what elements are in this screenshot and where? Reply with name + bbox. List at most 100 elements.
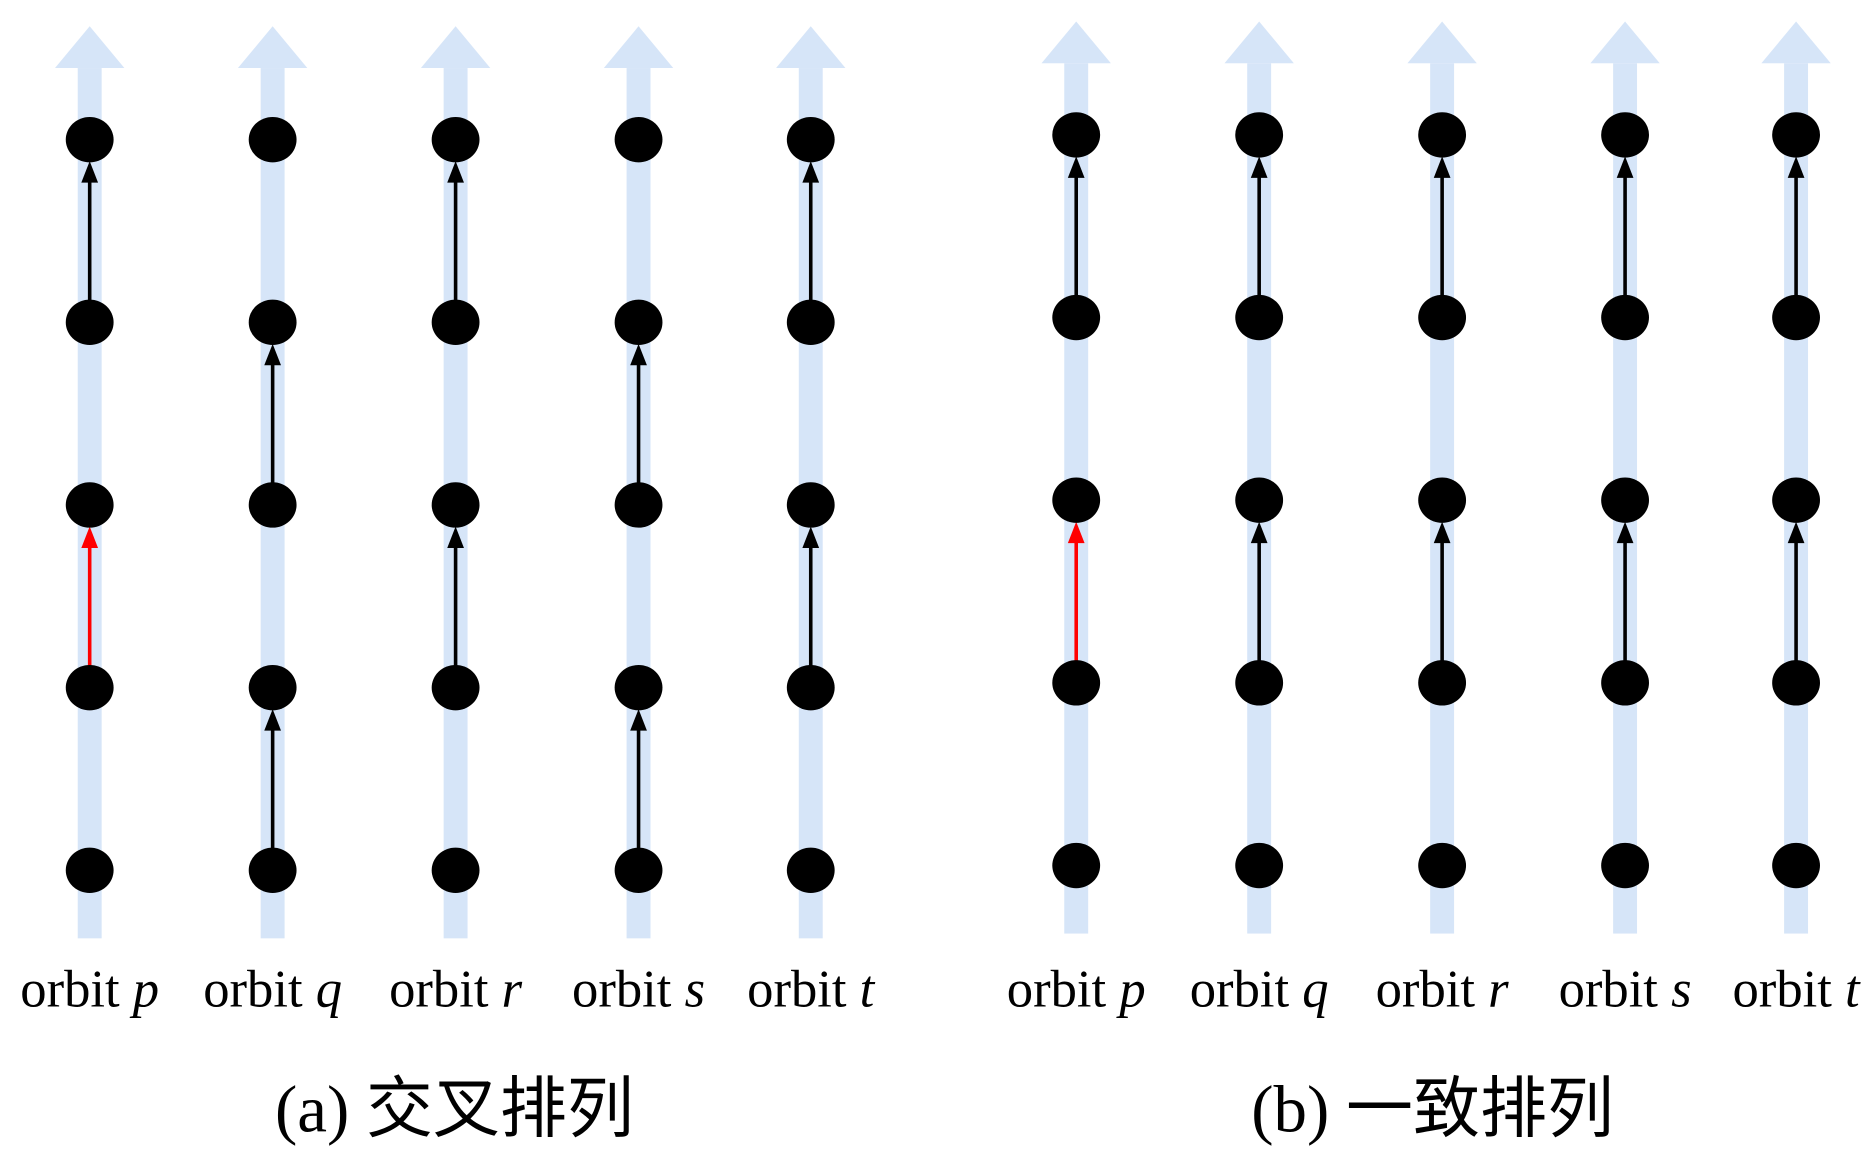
direction-arrow-icon	[420, 26, 491, 69]
orbit-node	[431, 847, 480, 893]
orbit-label-name: s	[1671, 960, 1691, 1018]
orbit-node	[1235, 112, 1284, 158]
orbit-node	[1772, 294, 1820, 341]
orbit-node	[1052, 294, 1101, 341]
caption-b: (b) 一致排列	[1251, 1073, 1614, 1147]
orbit-label-name: p	[129, 960, 159, 1018]
orbit-label: orbit r	[1376, 960, 1510, 1018]
orbit-node	[65, 847, 114, 893]
arrowhead-icon	[447, 161, 464, 183]
arrowhead-icon	[1433, 156, 1451, 178]
orbit-node	[786, 482, 835, 528]
orbit-label: orbit q	[203, 960, 342, 1018]
orbit-node	[248, 116, 297, 163]
orbit-label-prefix: orbit	[1007, 960, 1120, 1018]
orbit-node	[65, 299, 114, 346]
orbit-label-name: t	[860, 960, 876, 1018]
orbit-label: orbit s	[1559, 960, 1692, 1018]
orbit-node	[1235, 842, 1284, 889]
arrowhead-icon	[1616, 521, 1634, 544]
arrowhead-icon	[81, 526, 99, 548]
orbit-node	[1772, 112, 1820, 158]
orbit-node	[614, 664, 663, 711]
orbit-node	[1601, 477, 1649, 523]
orbit-label-name: q	[316, 960, 342, 1018]
orbit-node	[1601, 294, 1649, 341]
orbit-label-name: p	[1115, 960, 1145, 1018]
arrowhead-icon	[802, 526, 820, 548]
arrowhead-icon	[1250, 156, 1268, 178]
orbit-label-name: r	[502, 960, 523, 1018]
orbit-label: orbit t	[1733, 960, 1862, 1018]
orbit-label-prefix: orbit	[20, 960, 133, 1018]
orbit-node	[1418, 477, 1467, 523]
orbit-node	[614, 299, 663, 346]
orbit-node	[1772, 660, 1820, 706]
direction-arrow-icon	[1224, 21, 1294, 64]
orbit-node	[614, 482, 663, 528]
arrowhead-icon	[1433, 521, 1451, 544]
direction-arrow-icon	[1407, 21, 1477, 64]
caption-a: (a) 交叉排列	[275, 1073, 634, 1147]
orbit-node	[431, 664, 480, 711]
orbit-node	[248, 299, 297, 346]
orbit-label-prefix: orbit	[1190, 960, 1303, 1018]
arrowhead-icon	[630, 343, 647, 366]
orbit-label: orbit p	[1007, 960, 1146, 1018]
arrowhead-icon	[447, 526, 464, 548]
direction-arrow-icon	[1761, 21, 1831, 64]
orbit-label-prefix: orbit	[1559, 960, 1672, 1018]
orbit-t: orbit t	[1733, 21, 1862, 1018]
orbit-label: orbit q	[1190, 960, 1329, 1018]
orbit-node	[248, 482, 297, 528]
orbit-label-prefix: orbit	[389, 960, 502, 1018]
orbit-label: orbit t	[747, 960, 876, 1018]
orbit-node	[1052, 660, 1101, 706]
orbit-node	[65, 116, 114, 163]
orbit-p: orbit p	[1007, 21, 1146, 1018]
orbit-node	[431, 299, 480, 346]
direction-arrow-icon	[1041, 21, 1111, 64]
orbit-node	[1235, 477, 1284, 523]
orbit-node	[431, 116, 480, 163]
orbit-node	[248, 664, 297, 711]
direction-arrow-icon	[237, 26, 308, 69]
orbit-node	[1772, 477, 1820, 523]
orbit-node	[1418, 294, 1467, 341]
orbit-node	[1418, 112, 1467, 158]
orbit-node	[248, 847, 297, 893]
orbit-node	[1235, 660, 1284, 706]
arrowhead-icon	[1250, 521, 1268, 544]
orbit-label-prefix: orbit	[747, 960, 860, 1018]
orbit-node	[786, 116, 835, 163]
orbit-r: orbit r	[1376, 21, 1510, 1018]
orbit-node	[1601, 842, 1649, 889]
orbit-node	[1418, 842, 1467, 889]
direction-arrow-icon	[1590, 21, 1660, 64]
arrowhead-icon	[1787, 156, 1805, 178]
orbit-label: orbit r	[389, 960, 523, 1018]
orbit-q: orbit q	[1190, 21, 1329, 1018]
direction-arrow-icon	[603, 26, 674, 69]
arrowhead-icon	[81, 161, 99, 183]
orbit-r: orbit r	[389, 26, 523, 1018]
orbit-p: orbit p	[20, 26, 159, 1018]
orbit-label-name: s	[685, 960, 705, 1018]
orbit-node	[786, 664, 835, 711]
orbit-label: orbit s	[572, 960, 705, 1018]
orbit-node	[1235, 294, 1284, 341]
orbit-node	[1772, 842, 1820, 889]
arrowhead-icon	[1067, 156, 1085, 178]
orbit-label-prefix: orbit	[1733, 960, 1846, 1018]
orbit-s: orbit s	[1559, 21, 1692, 1018]
arrowhead-icon	[802, 161, 820, 183]
orbit-label-prefix: orbit	[1376, 960, 1489, 1018]
orbit-node	[786, 299, 835, 346]
orbit-node	[1601, 660, 1649, 706]
arrowhead-icon	[1787, 521, 1805, 544]
arrowhead-icon	[264, 709, 282, 731]
direction-arrow-icon	[55, 26, 125, 69]
orbit-label-prefix: orbit	[572, 960, 685, 1018]
